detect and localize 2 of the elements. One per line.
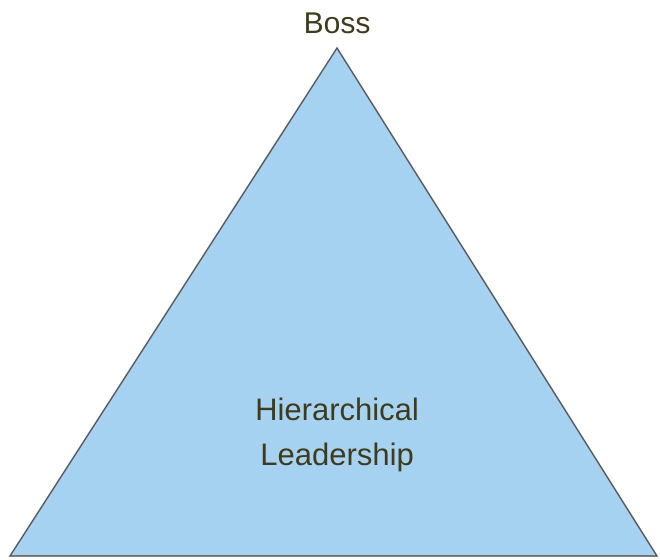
apex-label: Boss	[302, 6, 372, 42]
triangle-label: Hierarchical Leadership	[254, 391, 420, 474]
